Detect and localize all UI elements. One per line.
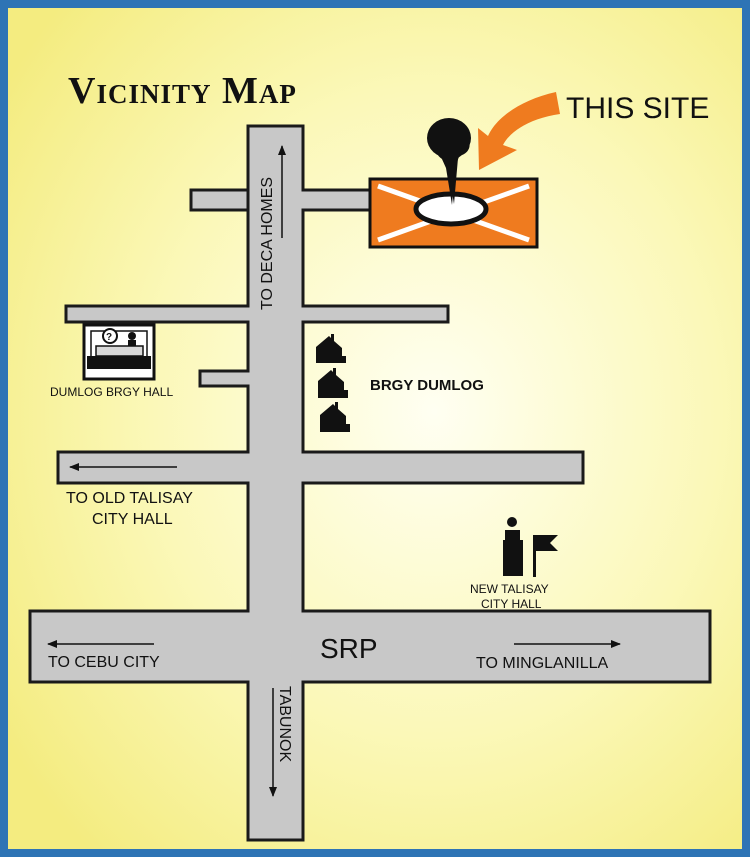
road-to-site-west: [189, 188, 250, 212]
road-srp-west: [28, 609, 250, 684]
site-label: THIS SITE: [566, 92, 709, 125]
flag-icon: [533, 535, 558, 577]
location-pin-icon: [427, 118, 471, 205]
road-south: [246, 680, 305, 842]
road-srp-east: [301, 609, 712, 684]
road-label-old-hall-2: CITY HALL: [92, 511, 173, 528]
house-icon: [316, 334, 350, 432]
new-city-hall-label-1: NEW TALISAY: [470, 582, 549, 596]
svg-text:?: ?: [106, 332, 112, 343]
road-cross-1-east: [301, 304, 450, 324]
brgy-hall-label: DUMLOG BRGY HALL: [50, 385, 173, 399]
road-label-south: TABUNOK: [276, 686, 293, 762]
road-south-mid: [246, 481, 305, 613]
road-north-upper: [246, 124, 305, 308]
road-junctions: [245, 191, 306, 688]
road-label-old-hall-1: TO OLD TALISAY: [66, 490, 193, 507]
brgy-name-label: BRGY DUMLOG: [370, 377, 484, 394]
road-to-brgy-hall: [198, 369, 250, 388]
office-desk-icon: ?: [82, 323, 156, 381]
road-label-minglanilla: TO MINGLANILLA: [476, 655, 609, 672]
site-marker: [368, 118, 539, 249]
road-label-north: TO DECA HOMES: [259, 177, 276, 310]
new-city-hall-label-2: CITY HALL: [481, 597, 542, 611]
map-background: [7, 7, 743, 850]
site-pointer-arrow: [478, 92, 560, 170]
road-old-hall-east: [301, 450, 585, 485]
road-label-srp: SRP: [320, 633, 378, 664]
road-cross-1-west: [64, 304, 250, 324]
page-title: Vicinity Map: [68, 70, 297, 112]
person-icon: [503, 517, 523, 576]
road-north-mid: [246, 320, 305, 454]
road-label-cebu: TO CEBU CITY: [48, 654, 160, 671]
road-to-site-east: [301, 188, 375, 212]
